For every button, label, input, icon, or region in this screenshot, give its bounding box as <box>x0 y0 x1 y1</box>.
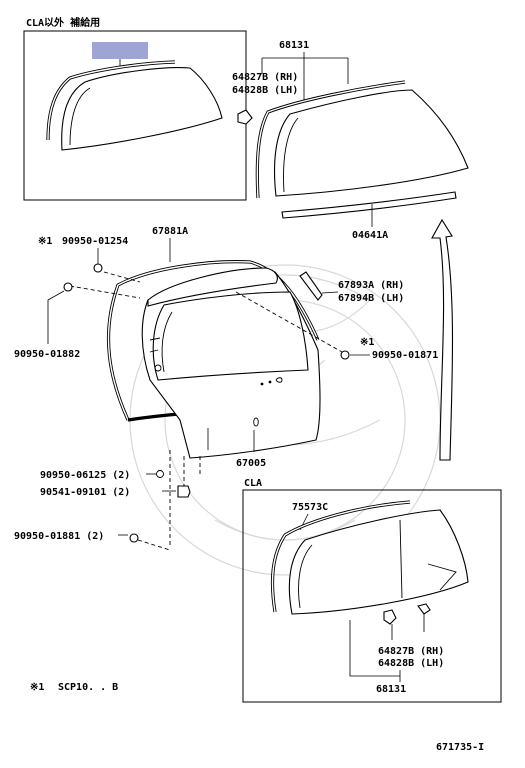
glass-clip <box>237 109 253 125</box>
label-67894b: 67894B (LH) <box>338 293 404 304</box>
back-glass-cla <box>288 509 469 615</box>
glass-clip-cla-1 <box>383 609 397 625</box>
door-spoiler <box>147 267 278 307</box>
diagram-id: 671735-I <box>436 742 484 753</box>
label-67881a: 67881A <box>152 226 188 237</box>
label-67893a: 67893A (RH) <box>338 280 404 291</box>
label-90950-01882: 90950-01882 <box>14 349 80 360</box>
part-number-highlight <box>92 42 148 59</box>
back-glass-inset <box>61 67 223 151</box>
fasteners: 90950-06125 (2) 90541-09101 (2) 90950-01… <box>14 470 191 551</box>
inset-cla-title: CLA <box>244 478 262 489</box>
label-64828b-bot: 64828B (LH) <box>378 658 444 669</box>
label-90950-06125: 90950-06125 (2) <box>40 470 130 481</box>
assembly-arrow <box>431 218 454 461</box>
clip-90950-01881 <box>129 533 139 543</box>
label-68131-top: 68131 <box>279 40 309 51</box>
cushion-90541-09101 <box>177 485 191 498</box>
label-90541-09101: 90541-09101 (2) <box>40 487 130 498</box>
footnote-marker-2: ※1 <box>360 337 374 348</box>
label-64827b-bot: 64827B (RH) <box>378 646 444 657</box>
label-90950-01881: 90950-01881 (2) <box>14 531 104 542</box>
inset-non-cla: CLA以外 補給用 <box>23 16 247 201</box>
back-door-assembly: ※1 90950-01254 67881A 67893A (RH) 67894B… <box>14 226 438 548</box>
back-glass-assembly: 68131 64827B (RH) 64828B (LH) 04641A <box>232 40 469 241</box>
label-90950-01254: 90950-01254 <box>62 236 128 247</box>
door-window-opening <box>152 291 309 381</box>
label-90950-01871: 90950-01871 <box>372 350 438 361</box>
inset-cla-box <box>242 489 502 703</box>
footnote-text: SCP10. . B <box>58 682 118 693</box>
label-64828b-top: 64828B (LH) <box>232 85 298 96</box>
clip-90950-06125 <box>156 470 164 478</box>
inset-title: CLA以外 補給用 <box>26 16 100 29</box>
label-68131-bot: 68131 <box>376 684 406 695</box>
clip-90950-01882 <box>63 282 73 292</box>
glass-lower-moulding <box>281 191 457 219</box>
glass-clip-cla-2 <box>417 603 431 615</box>
side-trim <box>299 271 323 301</box>
clip-90950-01254 <box>93 263 103 273</box>
label-75573c: 75573C <box>292 502 328 513</box>
label-64827b-top: 64827B (RH) <box>232 72 298 83</box>
label-67005: 67005 <box>236 458 266 469</box>
back-glass <box>274 89 469 197</box>
footnote-marker-3: ※1 <box>30 682 44 693</box>
clip-90950-01871 <box>340 350 350 360</box>
label-04641a: 04641A <box>352 230 388 241</box>
inset-cla: CLA 75573C 64827B (RH) 64828B (LH) 68131 <box>242 478 502 703</box>
footnote-marker-1: ※1 <box>38 236 52 247</box>
